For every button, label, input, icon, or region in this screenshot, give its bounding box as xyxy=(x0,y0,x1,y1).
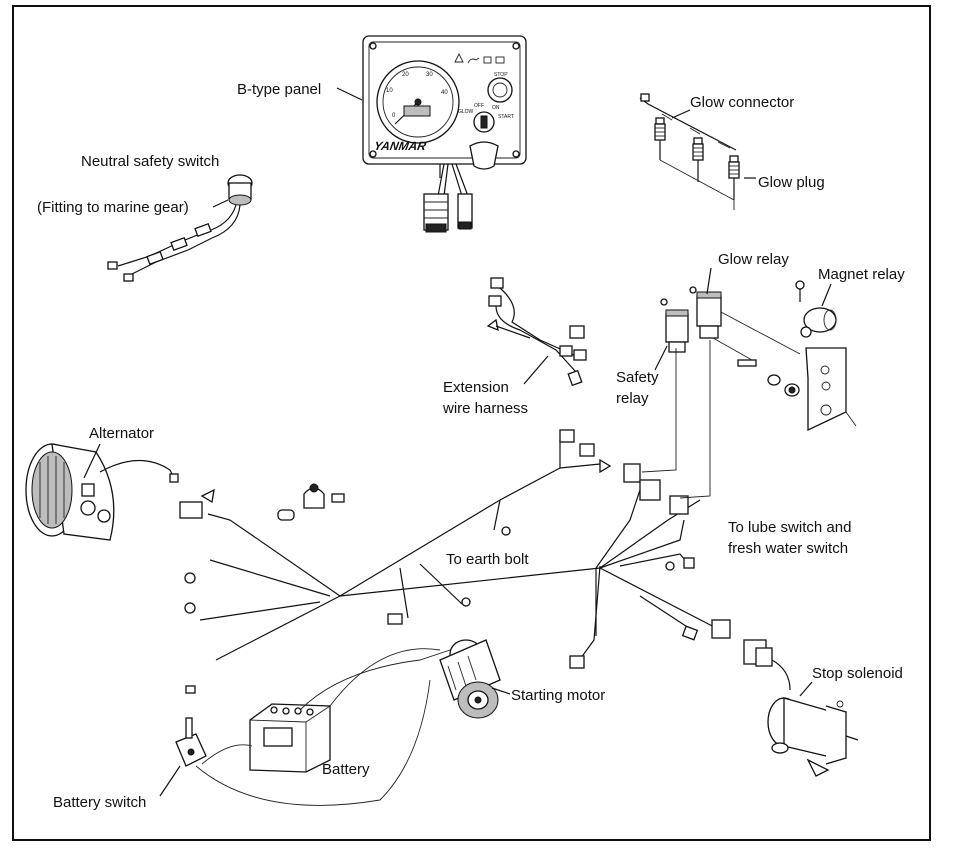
label-neutral-safety-switch: Neutral safety switch xyxy=(81,153,219,170)
label-magnet-relay: Magnet relay xyxy=(818,266,905,283)
label-stop-solenoid: Stop solenoid xyxy=(812,665,903,682)
battery xyxy=(249,703,331,773)
neutral-safety-switch xyxy=(107,174,253,282)
panel-label-stop: STOP xyxy=(494,72,508,78)
main-wire-harness xyxy=(179,340,731,694)
relay-assembly xyxy=(660,280,857,432)
label-lube-2: fresh water switch xyxy=(728,540,848,557)
panel-label-start: START xyxy=(498,114,514,120)
earth-bolt-parts xyxy=(277,483,345,521)
label-glow-plug: Glow plug xyxy=(758,174,825,191)
label-safety-relay-2: relay xyxy=(616,390,649,407)
label-lube-1: To lube switch and xyxy=(728,519,851,536)
label-to-earth-bolt: To earth bolt xyxy=(446,551,529,568)
label-extension-1: Extension xyxy=(443,379,509,396)
glow-relay-icon xyxy=(696,295,722,327)
label-glow-relay: Glow relay xyxy=(718,251,789,268)
battery-switch xyxy=(175,717,207,767)
stop-button xyxy=(487,77,513,103)
alternator xyxy=(25,443,179,541)
tach-tick-30: 30 xyxy=(426,72,433,78)
tach-tick-10: 10 xyxy=(386,88,393,94)
tach-tick-20: 20 xyxy=(402,72,409,78)
label-battery: Battery xyxy=(322,761,370,778)
safety-relay-icon xyxy=(665,313,689,343)
extension-wire-harness xyxy=(486,277,587,387)
panel-brand: YANMAR xyxy=(373,139,427,153)
glow-plugs xyxy=(639,93,740,210)
label-alternator: Alternator xyxy=(89,425,154,442)
label-safety-relay-1: Safety xyxy=(616,369,659,386)
label-glow-connector: Glow connector xyxy=(690,94,794,111)
b-type-panel: 0 10 20 30 40 STOP GLOW OFF ON START YAN… xyxy=(362,35,527,233)
warning-lamp-icons xyxy=(454,52,505,64)
panel-label-glow: GLOW xyxy=(458,109,474,115)
label-fitting-to-marine-gear: (Fitting to marine gear) xyxy=(37,199,189,216)
diagram-frame xyxy=(12,5,931,841)
label-battery-switch: Battery switch xyxy=(53,794,146,811)
panel-label-off: OFF xyxy=(474,103,484,109)
label-starting-motor: Starting motor xyxy=(511,687,605,704)
label-b-type-panel: B-type panel xyxy=(237,81,321,98)
panel-label-on: ON xyxy=(492,105,500,111)
starting-motor xyxy=(439,639,501,719)
stop-solenoid xyxy=(743,639,859,777)
tach-tick-40: 40 xyxy=(441,90,448,96)
label-extension-2: wire harness xyxy=(442,400,528,417)
tach-tick-0: 0 xyxy=(392,113,396,119)
